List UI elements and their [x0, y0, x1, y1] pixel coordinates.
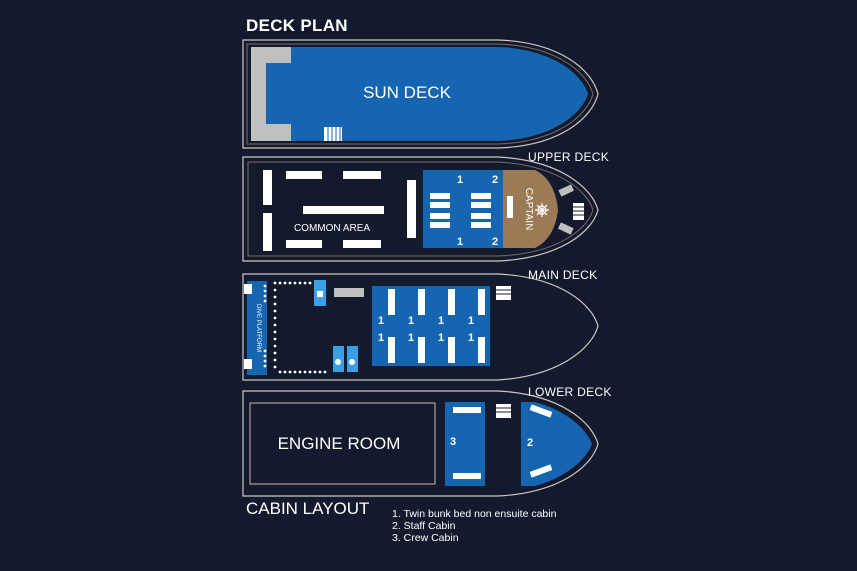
bow-seat: [557, 222, 574, 235]
dive-platform: [247, 281, 267, 375]
cabin-number: 1: [438, 315, 444, 327]
bench: [263, 170, 272, 205]
bench: [263, 213, 272, 251]
cabin-number: 2: [527, 437, 533, 449]
sun-deck-label: SUN DECK: [363, 83, 452, 102]
table: [286, 240, 322, 248]
main-deck-hull: [242, 273, 599, 381]
bunk-beds: [430, 193, 491, 228]
bow-seat: [558, 184, 575, 197]
toilet-icon: [349, 359, 355, 365]
cabin-number: 3: [450, 436, 456, 448]
toilet: [347, 346, 358, 372]
cabin-number: 1: [468, 332, 474, 344]
cabin-number: 1: [408, 332, 414, 344]
sun-deck-bench: [251, 47, 291, 141]
legend-item: 2. Staff Cabin: [392, 520, 456, 532]
dive-platform-label: DIVE PLATFORM: [255, 304, 261, 352]
table: [303, 206, 384, 214]
cabin-number: 1: [457, 236, 463, 248]
bench: [407, 180, 416, 238]
bunk-beds: [453, 407, 481, 479]
main-deck-label: MAIN DECK: [528, 268, 597, 282]
upper-deck-hull: [242, 156, 599, 262]
common-area-label: COMMON AREA: [294, 223, 370, 234]
legend-item: 1. Twin bunk bed non ensuite cabin: [392, 508, 557, 520]
helm-icon: [535, 203, 549, 217]
upper-cabins: [423, 170, 503, 248]
bunk-beds: [529, 404, 553, 478]
cabin-number: 2: [492, 236, 498, 248]
sun-deck-hull: [242, 39, 599, 149]
legend-heading: CABIN LAYOUT: [246, 499, 369, 518]
upper-deck-stairs: [573, 203, 584, 220]
engine-room-label: ENGINE ROOM: [278, 434, 401, 453]
cabin-number: 1: [438, 332, 444, 344]
cabin-number: 1: [408, 315, 414, 327]
captain-label: CAPTAIN: [523, 188, 534, 231]
crew-cabin: [445, 402, 485, 486]
cabin-number: 1: [468, 315, 474, 327]
main-deck: DIVE PLATFORM 1 1 1 1 1 1: [242, 273, 599, 381]
lower-deck-hull: [242, 390, 599, 497]
lower-deck-label: LOWER DECK: [528, 385, 612, 399]
lower-deck-stairs: [496, 404, 511, 418]
sun-deck: SUN DECK: [242, 39, 599, 149]
toilet: [333, 346, 344, 372]
cabin-number: 1: [378, 315, 384, 327]
upper-deck: COMMON AREA 1 2 1 2 CAPTAIN: [242, 156, 599, 262]
cabin-number: 2: [492, 174, 498, 186]
sun-deck-stairs: [324, 127, 342, 141]
legend-item: 3. Crew Cabin: [392, 532, 459, 544]
counter: [334, 288, 364, 297]
dive-platform-steps: [244, 284, 252, 369]
table: [343, 240, 381, 248]
main-deck-stairs: [496, 286, 511, 300]
cabin-number: 1: [378, 332, 384, 344]
upper-deck-label: UPPER DECK: [528, 150, 609, 164]
sun-deck-area: [251, 47, 588, 141]
table: [286, 171, 322, 179]
page-title: DECK PLAN: [246, 16, 348, 35]
shower-icon: [317, 291, 323, 297]
lower-deck: ENGINE ROOM 3 2: [242, 390, 599, 497]
bunk-beds: [388, 289, 485, 363]
toilet-icon: [335, 359, 341, 365]
captain-bed: [507, 196, 513, 218]
cabin-number: 1: [457, 174, 463, 186]
tank-dots: [263, 281, 327, 374]
engine-room: [249, 402, 436, 485]
captain-cabin: [503, 170, 558, 248]
staff-cabin: [521, 402, 592, 486]
table: [343, 171, 381, 179]
